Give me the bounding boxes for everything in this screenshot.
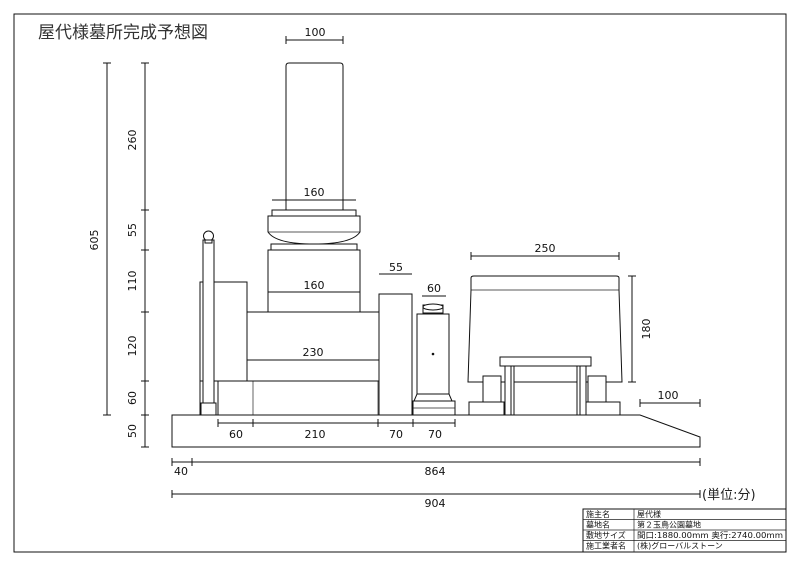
dim-h-50: 50 bbox=[126, 424, 139, 438]
dim-h-260: 260 bbox=[126, 130, 139, 151]
tb-value-2: 間口:1880.00mm 奥行:2740.00mm bbox=[637, 530, 783, 540]
dim-total-605: 605 bbox=[88, 230, 101, 251]
monument-foot-right bbox=[584, 401, 621, 416]
title-block: 施主名 屋代様 墓地名 第２玉鳥公園墓地 敷地サイズ 間口:1880.00mm … bbox=[582, 508, 787, 553]
dim-side-55: 55 bbox=[389, 261, 403, 274]
tb-label-2: 敷地サイズ bbox=[586, 530, 626, 540]
dim-b-70b: 70 bbox=[428, 428, 442, 441]
dim-b-60: 60 bbox=[229, 428, 243, 441]
dim-h-60: 60 bbox=[126, 391, 139, 405]
dim-b-70a: 70 bbox=[389, 428, 403, 441]
dim-lower-230: 230 bbox=[303, 346, 324, 359]
dim-upper-160: 160 bbox=[304, 279, 325, 292]
tb-label-0: 施主名 bbox=[586, 509, 610, 519]
monument-foot-left bbox=[468, 401, 505, 416]
dim-monument-180: 180 bbox=[640, 319, 653, 340]
right-side-stone bbox=[378, 293, 413, 416]
left-post bbox=[202, 239, 215, 404]
monument-panel bbox=[467, 275, 623, 383]
dim-monument-250: 250 bbox=[535, 242, 556, 255]
tb-value-0: 屋代様 bbox=[637, 509, 661, 519]
sheet-frame bbox=[13, 13, 787, 553]
dim-width-864: 864 bbox=[425, 465, 446, 478]
dim-width-904: 904 bbox=[425, 497, 446, 510]
dim-h-55: 55 bbox=[126, 223, 139, 237]
dim-top-100: 100 bbox=[305, 26, 326, 39]
tb-value-1: 第２玉鳥公園墓地 bbox=[637, 520, 701, 530]
dimension-lines: 100 160 160 230 55 60 250 180 100 bbox=[88, 26, 701, 510]
dim-lantern-60: 60 bbox=[427, 282, 441, 295]
dim-h-120: 120 bbox=[126, 336, 139, 357]
dim-offset-40: 40 bbox=[174, 465, 188, 478]
dim-b-210: 210 bbox=[305, 428, 326, 441]
main-shaft-stone bbox=[285, 62, 344, 211]
lower-base-stone bbox=[246, 311, 380, 382]
dim-h-110: 110 bbox=[126, 271, 139, 292]
drawing-title: 屋代様墓所完成予想図 bbox=[38, 23, 208, 43]
tb-value-3: (株)グローバルストーン bbox=[637, 541, 723, 551]
unit-label: (単位:分) bbox=[702, 487, 756, 503]
tb-label-1: 墓地名 bbox=[586, 520, 610, 530]
collar-stone bbox=[267, 215, 361, 245]
dim-collar-160: 160 bbox=[304, 186, 325, 199]
tb-label-3: 施工業者名 bbox=[586, 541, 626, 551]
bench-top bbox=[499, 356, 592, 367]
upper-base-stone bbox=[267, 249, 361, 313]
dim-right-100: 100 bbox=[658, 389, 679, 402]
grave-structure bbox=[171, 62, 701, 448]
